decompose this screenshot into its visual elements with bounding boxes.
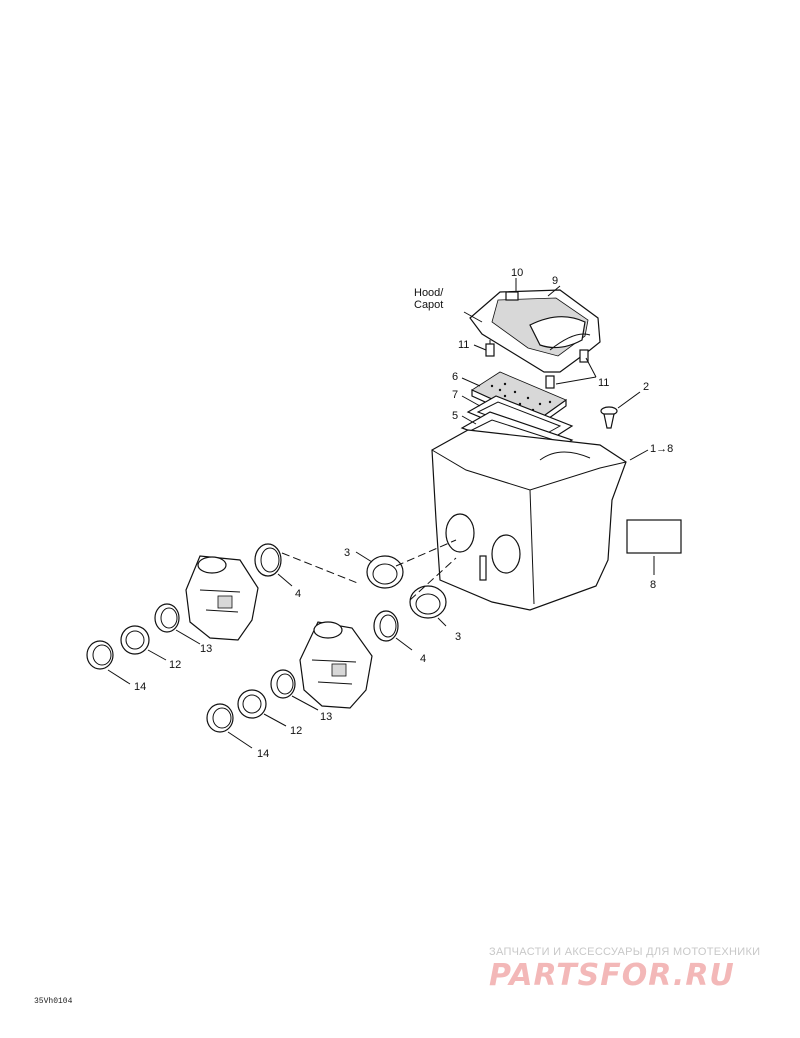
callout-2: 2 (643, 381, 649, 393)
callout-3-lower: 3 (455, 631, 461, 643)
leader-lines (107, 278, 655, 749)
watermark-logo: PARTSFOR.RU (489, 958, 735, 993)
carburetor-right (299, 621, 373, 709)
screw-left (485, 340, 495, 357)
drawing-code: 35Vh0104 (34, 997, 73, 1006)
callout-4-upper: 4 (295, 588, 301, 600)
clamp-4-lower (373, 610, 399, 642)
air-silencer-body (431, 429, 627, 611)
sleeve-12-lower (237, 689, 267, 719)
callout-capot: Capot (414, 299, 443, 311)
screw-right-2 (579, 349, 589, 363)
screw-right-1 (545, 375, 555, 389)
callout-14-upper: 14 (134, 681, 146, 693)
callout-10: 10 (511, 267, 523, 279)
callout-6: 6 (452, 371, 458, 383)
adapter-3-upper (366, 555, 404, 589)
sleeve-12-upper (120, 625, 150, 655)
hood-cover (469, 289, 601, 373)
decal-label (626, 519, 682, 554)
callout-13-upper: 13 (200, 643, 212, 655)
callout-11-left: 11 (458, 339, 469, 351)
callout-9: 9 (552, 275, 558, 287)
clamp-14-lower (206, 703, 234, 733)
clamp-13-lower (270, 669, 296, 699)
callout-13-lower: 13 (320, 711, 332, 723)
watermark-tagline: ЗАПЧАСТИ И АКСЕССУАРЫ ДЛЯ МОТОТЕХНИКИ (489, 946, 761, 958)
callout-11-right: 11 (598, 377, 609, 389)
carburetor-left (185, 555, 259, 641)
clamp-14-upper (86, 640, 114, 670)
callout-12-lower: 12 (290, 725, 302, 737)
callout-12-upper: 12 (169, 659, 181, 671)
callout-4-lower: 4 (420, 653, 426, 665)
assembly-dashed-lines (281, 539, 457, 601)
clamp-4-upper (254, 543, 282, 577)
callout-3-upper: 3 (344, 547, 350, 559)
callout-1-8: 1→8 (650, 443, 673, 455)
callout-labels: 10 9 Hood/ Capot 11 11 2 6 7 5 1→8 8 3 3… (134, 267, 673, 760)
callout-14-lower: 14 (257, 748, 269, 760)
callout-8: 8 (650, 579, 656, 591)
callout-5: 5 (452, 410, 458, 422)
callout-hood: Hood/ (414, 287, 444, 299)
callout-7: 7 (452, 389, 458, 401)
clamp-13-upper (154, 603, 180, 633)
adapter-3-lower (409, 585, 447, 619)
push-rivet (600, 406, 618, 429)
